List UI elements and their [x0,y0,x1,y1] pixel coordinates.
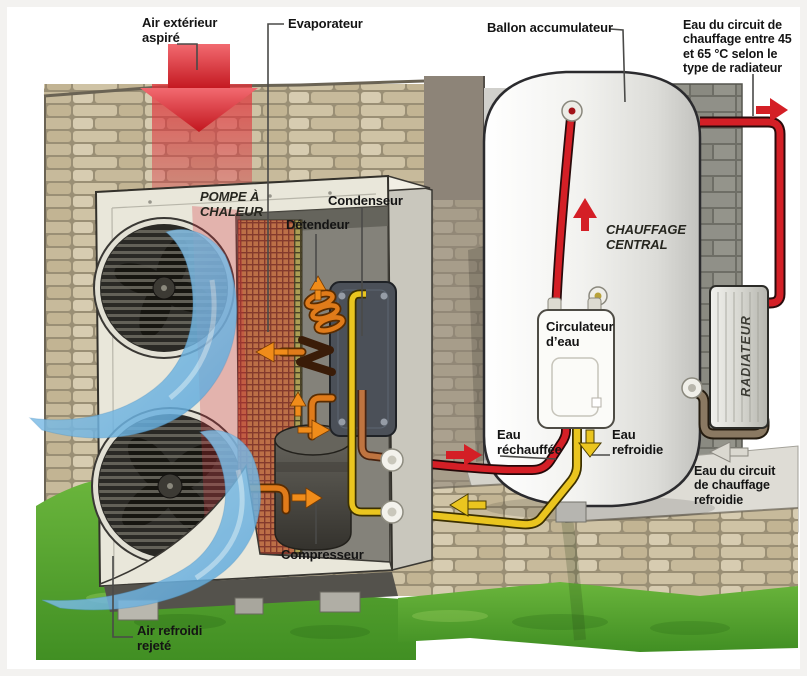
cool-air-swoosh-icon [28,228,262,611]
label-water-cooled: Eau refroidie [612,427,664,457]
label-heating-circuit-cooled: Eau du circuit de chauffage refroidie [694,464,776,507]
fan-top [93,217,235,359]
radiator-supply-pipe [700,116,786,309]
hot-water-pipe [399,426,571,475]
label-condenser: Condenseur [328,193,403,208]
flow-right-arrow-red-icon [446,444,482,466]
label-heating-circuit-hot: Eau du circuit de chauffage entre 45 et … [683,18,792,75]
label-air-intake: Air extérieur aspiré [142,15,218,45]
label-radiator: RADIATEUR [739,315,753,397]
label-expansion-valve: Détendeur [286,217,350,232]
label-accumulator-tank: Ballon accumulateur [487,20,613,35]
flow-up-arrow-icon [573,198,597,231]
label-central-heating: CHAUFFAGE CENTRAL [606,222,686,252]
flow-arrows-orange [255,275,331,509]
cold-water-pipe [391,426,582,530]
label-compressor: Compresseur [281,547,364,562]
flow-down-arrow-yellow-icon [577,429,603,458]
flow-left-arrow-grey-icon [708,441,749,463]
refrigerant-pipes [241,275,347,515]
radiator-panel [709,285,769,429]
condenser-water-pipes [347,289,404,524]
flow-right-arrow-icon [756,98,788,122]
water-circulator-box [537,297,615,429]
tank-foot [555,501,587,523]
flow-left-arrow-yellow-icon [449,493,487,517]
warm-air-arrow-icon [140,44,258,196]
label-air-exhaust: Air refroidi rejeté [137,623,203,653]
label-water-circulator: Circulateur d’eau [546,319,614,349]
label-water-reheated: Eau réchauffée [497,427,562,457]
tank-riser-pipe [551,100,583,315]
label-heat-pump: POMPE À CHALEUR [200,189,263,219]
leader-lines [112,23,754,638]
label-evaporator: Evaporateur [288,16,363,31]
